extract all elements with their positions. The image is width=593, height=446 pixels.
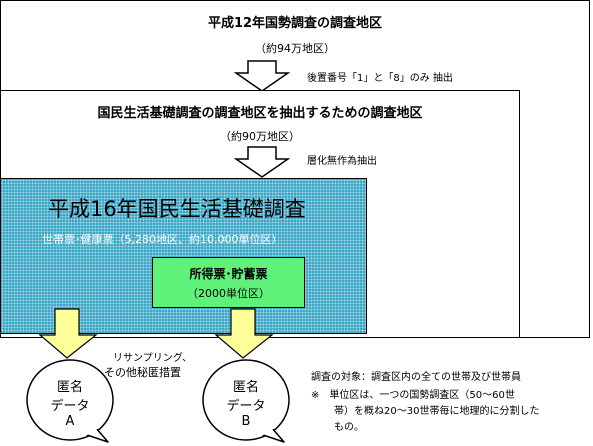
note-unit-line1: ※ 単位区は、一つの国勢調査区（50～60世 [311,390,515,401]
arrow-down-1-icon [234,60,290,92]
measures-line1: リサンプリング、 [113,353,192,364]
survey-title: 平成16年国民生活基礎調査 [48,197,306,221]
measures-line2: その他秘匿措置 [104,366,181,379]
anon-a-line2: データ [50,399,90,414]
living-frame-title: 国民生活基礎調査の調査地区を抽出するための調査地区 [97,106,423,121]
census-title: 平成12年国勢調査の調査地区 [207,16,383,31]
income-savings-box [152,257,305,308]
note-unit-line2: 帯）を概ね20～30世帯毎に地理的に分割した [334,406,540,417]
step2-note: 層化無作為抽出 [307,156,377,167]
anon-data-a-bubble [26,359,114,443]
note-unit-line3: もの。 [334,422,364,433]
income-count: （2000単位区） [187,287,270,300]
census-count: （約94万地区） [255,42,335,55]
survey-subtitle: 世帯票･健康票（5,280地区、約10,000単位区） [42,233,283,246]
note-target: 調査の対象：調査区内の全ての世帯及び世帯員 [311,372,521,383]
anon-a-line3: A [65,414,75,429]
anon-b-line3: B [241,414,251,429]
living-frame-count: （約90万地区） [220,130,300,143]
step1-note: 後置番号「1」と「8」のみ 抽出 [307,73,453,84]
income-title: 所得票･貯蓄票 [189,267,268,281]
anon-b-line2: データ [226,399,266,414]
arrow-to-anon-a-icon [38,308,98,359]
arrow-to-anon-b-icon [214,308,274,359]
arrow-down-2-icon [234,146,290,178]
anon-b-line1: 匿名 [232,380,259,395]
national-livelihood-survey-box [0,178,367,334]
anon-data-b-bubble [202,359,290,443]
anon-a-line1: 匿名 [56,380,83,395]
